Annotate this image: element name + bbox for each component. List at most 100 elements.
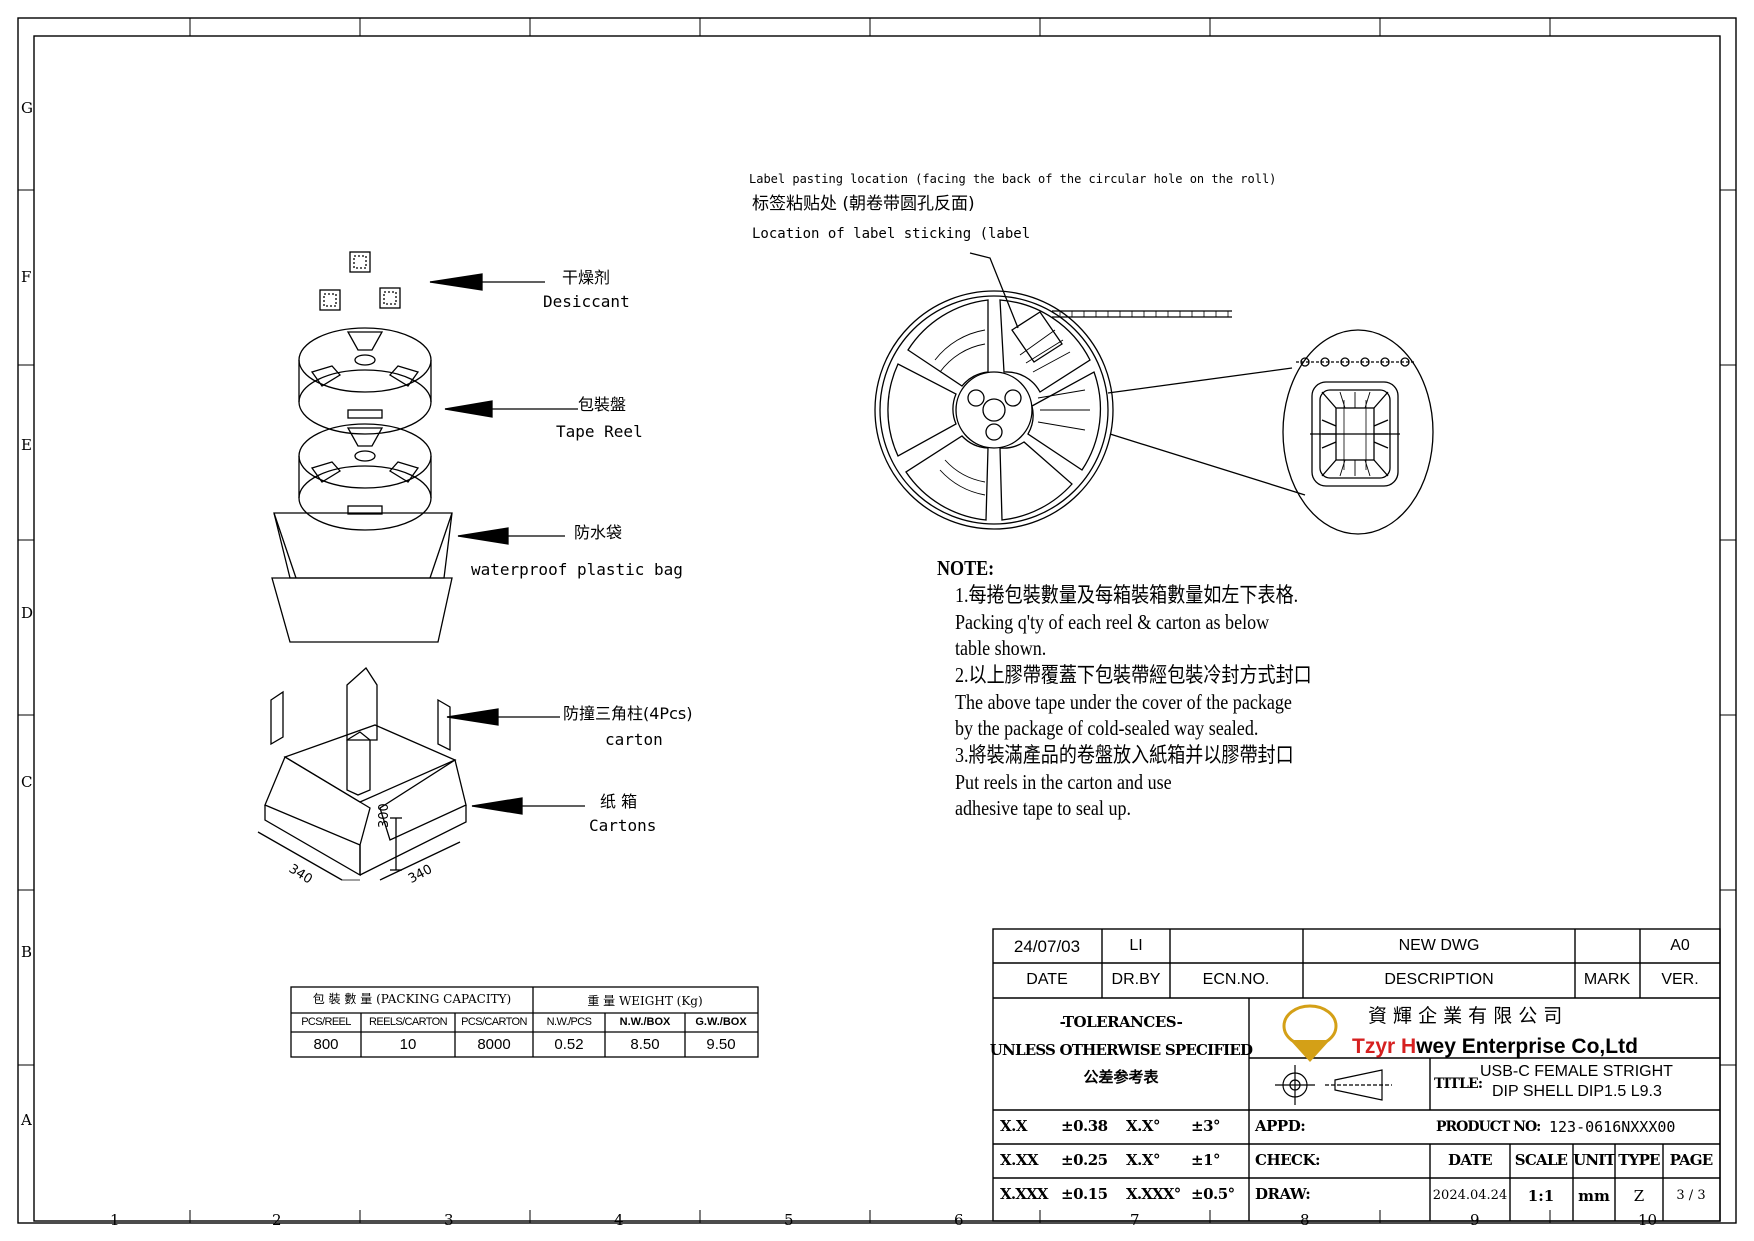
note-line: 3.將裝滿產品的卷盤放入紙箱并以膠帶封口: [955, 743, 1294, 767]
column-header: PCS/REEL: [301, 1016, 351, 1028]
note-line: adhesive tape to seal up.: [955, 796, 1132, 820]
header-version: VER.: [1661, 971, 1699, 988]
carton-label-cn: 纸 箱: [600, 792, 638, 811]
zone-row-g: G: [21, 99, 33, 117]
waterproof-bag-icon: [271, 512, 453, 643]
zone-row-e: E: [21, 436, 32, 454]
column-header: REELS/CARTON: [369, 1016, 448, 1028]
logo-mark: T.H: [1300, 1018, 1323, 1032]
zone-col-4: 4: [614, 1211, 624, 1229]
checked-label: CHECK:: [1255, 1151, 1321, 1169]
tolerance-format: X.XXX: [1000, 1185, 1049, 1203]
product-number: 123-0616NXXX00: [1549, 1118, 1676, 1136]
table-cell: 0.52: [554, 1036, 584, 1053]
title-line-1: USB-C FEMALE STRIGHT: [1480, 1063, 1673, 1080]
tolerance-angle-format: X.XXX°: [1126, 1185, 1181, 1203]
drawing-date: 2024.04.24: [1432, 1188, 1508, 1203]
tape-reel-upper-icon: [298, 327, 432, 435]
note-line: table shown.: [955, 636, 1047, 660]
carton-icon: [257, 667, 467, 881]
header-description: DESCRIPTION: [1384, 971, 1494, 988]
zone-col-1: 1: [110, 1211, 120, 1229]
revision-version: A0: [1670, 937, 1690, 954]
revision-date: 24/07/03: [1013, 937, 1081, 956]
company-logo-icon: [1282, 1004, 1338, 1062]
zone-col-7: 7: [1130, 1211, 1140, 1229]
reel-label-cn: 包裝盤: [578, 395, 627, 414]
tolerance-angle-value: ±1°: [1191, 1151, 1221, 1169]
tolerances-note: UNLESS OTHERWISE SPECIFIED: [989, 1041, 1253, 1059]
zone-row-f: F: [21, 268, 32, 286]
tape-reel-front-icon: [874, 252, 1232, 530]
header-page: PAGE: [1669, 1151, 1714, 1169]
company-name-en-part: Tzyr: [1352, 1035, 1402, 1058]
zone-row-b: B: [21, 943, 33, 961]
label-sticking-en: Location of label sticking (label: [752, 226, 1031, 242]
zone-col-8: 8: [1300, 1211, 1310, 1229]
zone-row-a: A: [21, 1111, 32, 1129]
zone-row-d: D: [21, 604, 34, 622]
weight-header: 重 量 WEIGHT (Kg): [587, 994, 703, 1008]
label-location-cn: 标签粘贴处 (朝卷带圆孔反面): [752, 194, 975, 214]
zone-col-3: 3: [444, 1211, 454, 1229]
capacity-header: 包 裝 數 量 (PACKING CAPACITY): [312, 992, 512, 1006]
header-drawn-by: DR.BY: [1111, 971, 1161, 988]
product-number-label: PRODUCT NO:: [1436, 1119, 1541, 1135]
dimension-height: 300: [377, 803, 392, 828]
detail-view-icon: [1107, 329, 1434, 535]
note-line: Packing q'ty of each reel & carton as be…: [955, 610, 1270, 634]
carton-label-en: Cartons: [589, 816, 657, 835]
tolerances-title: -TOLERANCES-: [1059, 1013, 1183, 1031]
header-unit: UNIT: [1573, 1151, 1616, 1169]
approved-label: APPD:: [1255, 1117, 1306, 1135]
desiccant-icon: [319, 251, 401, 311]
label-location-en: Label pasting location (facing the back …: [749, 172, 1277, 186]
tolerance-value: ±0.38: [1061, 1117, 1108, 1135]
header-drawing-date: DATE: [1447, 1151, 1493, 1169]
tolerances-cn: 公差参考表: [1083, 1068, 1159, 1086]
outer-frame: [17, 17, 1737, 1224]
table-cell: 8.50: [630, 1036, 660, 1053]
note-line: by the package of cold-sealed way sealed…: [955, 716, 1259, 740]
drawing-type: Z: [1633, 1187, 1645, 1205]
zone-col-2: 2: [272, 1211, 282, 1229]
header-mark: MARK: [1583, 971, 1631, 988]
column-header: PCS/CARTON: [461, 1016, 527, 1028]
note-line: The above tape under the cover of the pa…: [955, 690, 1292, 714]
zone-col-9: 9: [1470, 1211, 1480, 1229]
drawing-page: 3 / 3: [1676, 1188, 1706, 1203]
zone-col-6: 6: [954, 1211, 964, 1229]
column-header: N.W./BOX: [619, 1016, 671, 1028]
desiccant-label-cn: 干燥剂: [562, 268, 611, 287]
packing-table-grid: [290, 986, 759, 1058]
company-name-cn: 資 輝 企 業 有 限 公 司: [1368, 1005, 1563, 1027]
projection-symbol-icon: [1275, 1065, 1392, 1105]
revision-drawn-by: LI: [1129, 937, 1143, 954]
corner-post-label-en: carton: [605, 730, 663, 749]
header-date: DATE: [1026, 971, 1068, 988]
table-cell: 10: [399, 1036, 417, 1053]
revision-description: NEW DWG: [1398, 937, 1480, 954]
drawn-label: DRAW:: [1255, 1185, 1311, 1203]
header-scale: SCALE: [1514, 1151, 1568, 1169]
tape-reel-lower-icon: [298, 423, 432, 531]
zone-ticks: [18, 18, 1736, 1223]
drawing-unit: mm: [1578, 1187, 1610, 1205]
tolerance-format: X.X: [1000, 1117, 1028, 1135]
zone-col-10: 10: [1638, 1211, 1658, 1229]
bag-label-cn: 防水袋: [574, 523, 623, 542]
title-line-2: DIP SHELL DIP1.5 L9.3: [1492, 1083, 1662, 1100]
zone-row-c: C: [21, 773, 33, 791]
note-line: Put reels in the carton and use: [955, 770, 1172, 794]
leader-arrows: [429, 273, 585, 815]
table-cell: 800: [313, 1036, 339, 1053]
title-block-grid: [992, 928, 1721, 1222]
zone-col-5: 5: [784, 1211, 794, 1229]
tolerance-value: ±0.15: [1061, 1185, 1108, 1203]
table-cell: 8000: [477, 1036, 511, 1053]
desiccant-label-en: Desiccant: [543, 292, 630, 311]
bag-label-en: waterproof plastic bag: [471, 560, 683, 579]
tolerance-value: ±0.25: [1061, 1151, 1108, 1169]
